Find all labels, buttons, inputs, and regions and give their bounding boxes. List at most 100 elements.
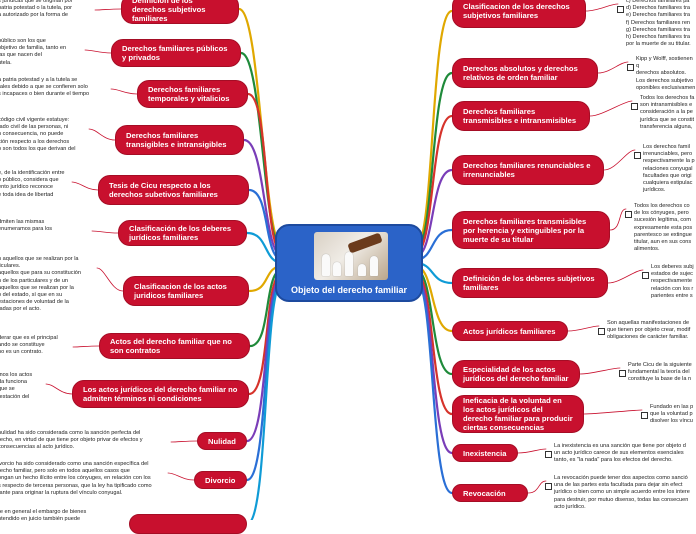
topic-derechos-familiares-transmisibles-e[interactable]: Derechos familiares transmisibles e intr… [452, 101, 590, 131]
topic-clasificacion-de-los-deberes[interactable]: Clasificación de los deberes jurídicos f… [118, 220, 247, 246]
note-line: respectivamente [651, 278, 694, 285]
note-line: un acto jurídico carece de sus elementos… [554, 450, 686, 457]
topic-label: Definición de los deberes subjetivos fam… [463, 274, 597, 292]
topic-tesis-de-cicu-respecto[interactable]: Tesis de Cicu respecto a los derechos su… [98, 175, 249, 205]
note-line: son intransmisibles e [640, 102, 694, 109]
topic-nulidad[interactable]: Nulidad [197, 432, 247, 450]
note-line: mos los actos [0, 372, 32, 379]
note-line: código civil vigente estatuye: [0, 117, 75, 124]
topic-derechos-familiares-temporales-y[interactable]: Derechos familiares temporales y vitalic… [137, 80, 248, 108]
note-line: ongan un hecho ilícito entre los cónyuge… [0, 475, 152, 482]
note-line: Parte Cicu de la siguiente [628, 362, 692, 369]
topic-label: Derechos familiares transigibles e intra… [126, 131, 233, 149]
note-line: estaciones de voluntad de la [0, 299, 81, 306]
note-line: relaciones conyugal [643, 166, 695, 173]
note-line: festación del [0, 394, 32, 401]
topic-ineficacia-de-la-voluntad[interactable]: Ineficacia de la voluntad en los actos j… [452, 395, 584, 433]
branch-derechos-familiares-publicos-y [241, 53, 283, 251]
topic-label: Derechos absolutos y derechos relativos … [463, 64, 587, 82]
note-line: Todos los derechos fa [640, 95, 694, 102]
topic-label: Derechos familiares temporales y vitalic… [148, 85, 237, 103]
checkbox-icon[interactable] [619, 370, 626, 377]
sub-branch-derechos-absolutos-y-derechos [598, 62, 628, 73]
note-line: transferencia alguna, [640, 124, 694, 131]
checkbox-icon[interactable] [545, 451, 552, 458]
checkbox-icon[interactable] [641, 412, 648, 419]
central-topic[interactable]: Objeto del derecho familiar [275, 224, 423, 302]
sub-branch-especialidad-de-los-actos [580, 368, 620, 374]
note-line: a patria potestad y a la tutela se [0, 77, 89, 84]
topic-label: Ineficacia de la voluntad en los actos j… [463, 396, 573, 432]
topic-definicion-de-los-deberes[interactable]: Definición de los deberes subjetivos fam… [452, 268, 608, 298]
topic-clasificacion-de-los-actos[interactable]: Clasificacion de los actos juridicos fam… [123, 276, 249, 306]
checkbox-icon[interactable] [545, 483, 552, 490]
checkbox-icon[interactable] [631, 103, 638, 110]
checkbox-icon[interactable] [625, 211, 632, 218]
note-line: ivorcio ha sido considerado como una san… [0, 461, 152, 468]
note-derechos-familiares-renunciables-e: Los derechos familirrenunciables, perore… [643, 144, 695, 194]
topic-derechos-familiares-transigibles-e[interactable]: Derechos familiares transigibles e intra… [115, 125, 244, 155]
note-line: ción respecto a los derechos [0, 139, 75, 146]
sub-branch-nulidad [171, 441, 197, 442]
note-line: s respecto de terceras personas, que la … [0, 483, 152, 490]
topic-divorcio[interactable]: Divorcio [194, 471, 247, 489]
note-line: cualquiera estipulac [643, 180, 695, 187]
topic-untitled[interactable] [129, 514, 247, 534]
note-line: fundamental la teoría del [628, 369, 692, 376]
note-revocacion: La revocación puede tener dos aspectos c… [554, 475, 690, 511]
topic-los-actos-juridicos-del[interactable]: Los actos jurídicos del derecho familiar… [72, 380, 249, 408]
note-line: de los cónyuges, pero [634, 210, 692, 217]
note-line: una de las partes esta facultada para de… [554, 482, 690, 489]
note-line: obligaciones de carácter familiar. [607, 334, 690, 341]
note-line: derar que es el principal [0, 335, 58, 342]
branch-derechos-absolutos-y-derechos [415, 73, 452, 251]
topic-definicion-de-los-derechos[interactable]: Definición de los derechos subjetivos fa… [121, 0, 239, 24]
checkbox-icon[interactable] [598, 328, 605, 335]
note-line: que se [0, 386, 32, 393]
note-line: La inexistencia es una sanción que tiene… [554, 443, 686, 450]
topic-inexistencia[interactable]: Inexistencia [452, 444, 518, 462]
topic-especialidad-de-los-actos[interactable]: Especialidad de los actos jurídicos del … [452, 360, 580, 388]
checkbox-icon[interactable] [617, 6, 624, 13]
note-derechos-familiares-publicos-y: público son los queobjetivo de familia, … [0, 38, 66, 67]
gavel-and-family-figures-image [314, 232, 388, 280]
topic-label: Derechos familiares públicos y privados [122, 44, 230, 62]
checkbox-icon[interactable] [627, 64, 634, 71]
note-line: n aquellos que se realizan por la [0, 256, 81, 263]
note-line: derechos absolutos. [636, 70, 696, 77]
note-line: acto jurídico. [554, 504, 690, 511]
checkbox-icon[interactable] [642, 272, 649, 279]
note-line: por la muerte de su titular. [626, 41, 691, 48]
note-line: o son todos los que derivan del [0, 146, 75, 153]
topic-label: Actos del derecho familiar que no son co… [110, 337, 239, 355]
note-line: titular, aun en sus cons [634, 239, 692, 246]
topic-derechos-familiares-renunciables-e[interactable]: Derechos familiares renunciables e irren… [452, 155, 604, 185]
note-line: n consecuencia, no puede [0, 131, 75, 138]
topic-derechos-familiares-publicos-y[interactable]: Derechos familiares públicos y privados [111, 39, 241, 67]
topic-actos-juridicos-familiares[interactable]: Actos jurídicos familiares [452, 321, 568, 341]
topic-derechos-familiares-transmisibles-por[interactable]: Derechos familiares transmisibles por he… [452, 211, 610, 249]
checkbox-icon[interactable] [634, 152, 641, 159]
sub-branch-derechos-familiares-publicos-y [85, 50, 111, 53]
topic-label: Los actos jurídicos del derecho familiar… [83, 385, 238, 403]
topic-revocacion[interactable]: Revocación [452, 484, 528, 502]
note-line: Los derechos subjetivo [636, 78, 696, 85]
note-line: Fundado en las p [650, 404, 693, 411]
sub-branch-ineficacia-de-la-voluntad [584, 410, 642, 414]
topic-actos-del-derecho-familiar[interactable]: Actos del derecho familiar que no son co… [99, 333, 250, 359]
note-line: relación con los r [651, 286, 694, 293]
sub-branch-divorcio [168, 473, 194, 480]
note-line: irrenunciables, pero [643, 151, 695, 158]
note-line: e toda idea de libertad [0, 192, 65, 199]
note-actos-juridicos-familiares: Son aquellas manifestaciones deque tiene… [607, 320, 690, 342]
note-line: rales debido a que se confieren solo [0, 84, 89, 91]
topic-label: Derechos familiares transmisibles e intr… [463, 107, 579, 125]
topic-derechos-absolutos-y-derechos[interactable]: Derechos absolutos y derechos relativos … [452, 58, 598, 88]
note-line: f) Derechos familiares ren [626, 20, 691, 27]
topic-clasificacion-de-los-derechos[interactable]: Clasificacion de los derechos subjetivos… [452, 0, 586, 28]
sub-branch-actos-juridicos-familiares [568, 326, 599, 331]
sub-branch-revocacion [528, 481, 546, 493]
topic-label: Clasificacion de los derechos subjetivos… [463, 2, 575, 20]
